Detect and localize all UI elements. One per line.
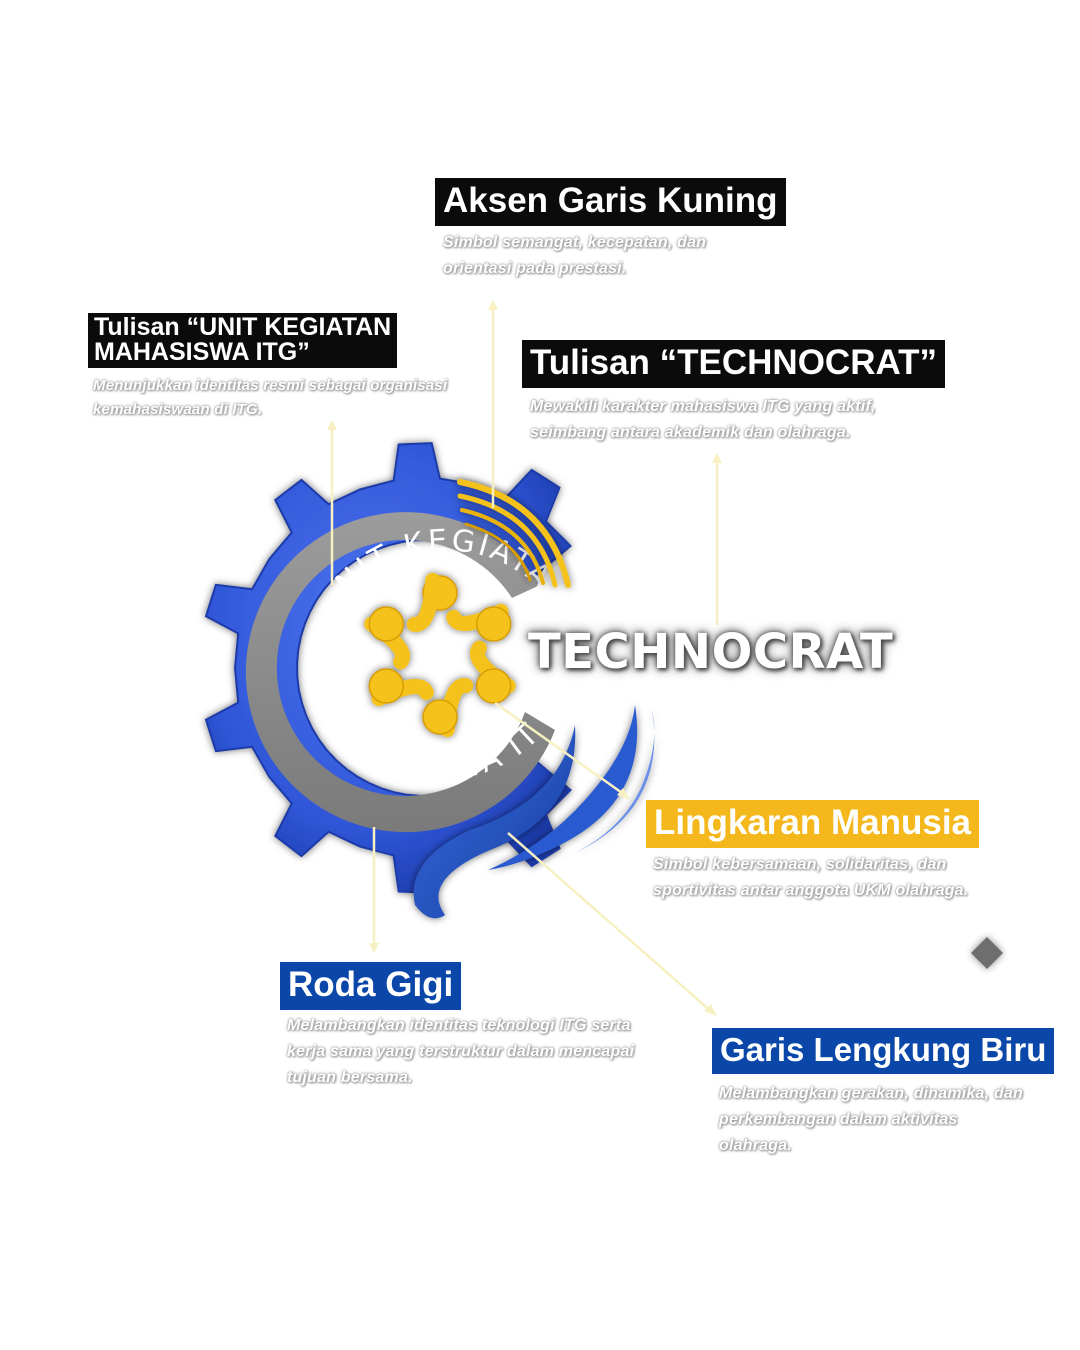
connector-lines [327, 300, 722, 1016]
desc-line: Simbol kebersamaan, solidaritas, dan [653, 856, 947, 873]
human-figure-head [368, 668, 405, 704]
human-figure-head [475, 668, 512, 704]
human-figure-body [406, 572, 441, 632]
callout-desc-technocrat-text: Mewakili karakter mahasiswa ITG yang akt… [530, 394, 876, 446]
desc-line: kemahasiswaan di ITG. [93, 401, 263, 418]
human-figure-head [475, 606, 512, 642]
decorative-diamond [971, 937, 1003, 969]
desc-line: sportivitas antar anggota UKM olahraga. [653, 882, 969, 899]
human-circle [364, 572, 516, 738]
desc-line: Menunjukkan identitas resmi sebagai orga… [93, 377, 448, 394]
desc-line: Mewakili karakter mahasiswa ITG yang akt… [530, 398, 876, 415]
callout-title-yellow-accent: Aksen Garis Kuning [435, 178, 786, 226]
yellow-accent-lines [457, 479, 571, 588]
callout-title-technocrat-text: Tulisan “TECHNOCRAT” [522, 340, 946, 388]
desc-line: Melambangkan identitas teknologi ITG ser… [287, 1017, 631, 1034]
desc-line: Simbol semangat, kecepatan, dan [443, 234, 707, 251]
callout-desc-ukm-text: Menunjukkan identitas resmi sebagai orga… [93, 374, 447, 422]
desc-line: tujuan bersama. [287, 1069, 413, 1086]
desc-line: perkembangan dalam aktivitas [719, 1111, 958, 1128]
callout-desc-human-circle: Simbol kebersamaan, solidaritas, dan spo… [653, 852, 968, 904]
title-line: Tulisan “UNIT KEGIATAN [94, 313, 392, 341]
desc-line: orientasi pada prestasi. [443, 260, 627, 277]
title-line: MAHASISWA ITG” [94, 338, 310, 366]
callout-desc-yellow-accent: Simbol semangat, kecepatan, dan orientas… [443, 230, 706, 282]
callout-title-blue-curve: Garis Lengkung Biru [712, 1028, 1055, 1074]
human-figure-head [368, 606, 405, 642]
callout-title-gear: Roda Gigi [280, 962, 462, 1010]
desc-line: seimbang antara akademik dan olahraga. [530, 424, 851, 441]
callout-title-human-circle: Lingkaran Manusia [646, 800, 980, 848]
human-figure-head [422, 699, 458, 735]
desc-line: kerja sama yang terstruktur dalam mencap… [287, 1043, 635, 1060]
desc-line: olahraga. [719, 1137, 792, 1154]
wordmark-technocrat: TECHNOCRAT [528, 624, 894, 680]
callout-title-ukm-text: Tulisan “UNIT KEGIATAN MAHASISWA ITG” [88, 313, 398, 368]
callout-desc-blue-curve: Melambangkan gerakan, dinamika, dan perk… [719, 1081, 1023, 1159]
desc-line: Melambangkan gerakan, dinamika, dan [719, 1085, 1023, 1102]
blue-swooshes [413, 705, 655, 919]
callout-desc-gear: Melambangkan identitas teknologi ITG ser… [287, 1013, 634, 1091]
